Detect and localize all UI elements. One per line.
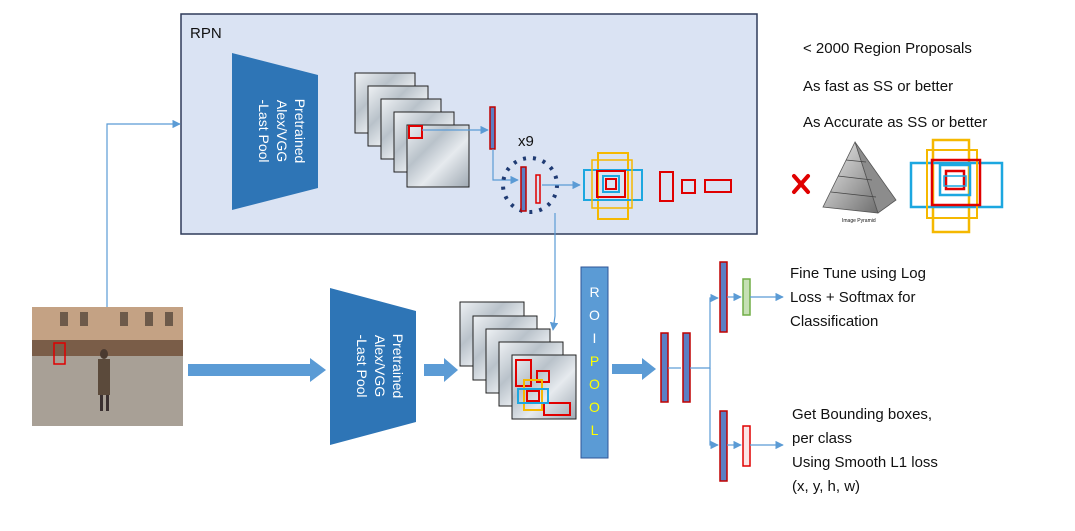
svg-text:(x, y, h, w): (x, y, h, w): [792, 478, 860, 495]
proposal-boxes: [515, 359, 571, 416]
rpn-label: RPN: [190, 25, 222, 42]
classification-text: Fine Tune using Log Loss + Softmax for C…: [790, 265, 926, 330]
arrow-backbone-to-features: [424, 358, 458, 382]
rpn-conv-bar: [489, 106, 496, 150]
anchor-scales: [659, 171, 732, 202]
note-1: < 2000 Region Proposals: [803, 40, 972, 57]
note-2: As fast as SS or better: [803, 78, 953, 95]
roi-letter-6: O: [589, 399, 600, 415]
arrow-image-to-backbone: [188, 358, 326, 382]
feature-stack-top: [354, 72, 470, 188]
anchor-illustration: [909, 138, 1004, 234]
arrow-image-to-rpn: [106, 119, 181, 307]
notes: < 2000 Region Proposals As fast as SS or…: [803, 40, 987, 131]
roi-letter-1: R: [589, 284, 599, 300]
bbox-fc-bar: [719, 410, 728, 482]
svg-text:Classification: Classification: [790, 313, 878, 330]
backbone-top-line3: -Last Pool: [256, 99, 272, 162]
rpn-cls-bar: [520, 166, 527, 212]
fc-layer-2: [682, 332, 691, 403]
softmax-bar: [742, 278, 751, 316]
roi-letter-3: I: [593, 330, 597, 346]
backbone-top-line2: Alex/VGG: [274, 100, 290, 162]
bbox-text: Get Bounding boxes, per class Using Smoo…: [792, 406, 938, 495]
svg-text:Using Smooth L1 loss: Using Smooth L1 loss: [792, 454, 938, 471]
svg-text:Loss + Softmax for: Loss + Softmax for: [790, 289, 915, 306]
backbone-top: Pretrained Alex/VGG -Last Pool: [232, 53, 318, 210]
cls-fc-bar: [719, 261, 728, 333]
arrow-to-bbox-branch: [709, 368, 719, 450]
bbox-reg-bar: [742, 425, 751, 467]
fc-layer-1: [660, 332, 669, 403]
anchor-multiplier: x9: [518, 133, 534, 150]
arrow-roi-to-fc: [612, 358, 656, 380]
roi-letter-5: O: [589, 376, 600, 392]
backbone-bottom: Pretrained Alex/VGG -Last Pool: [330, 288, 416, 445]
feature-stack-bottom: [459, 301, 577, 420]
backbone-top-line1: Pretrained: [292, 99, 308, 164]
pyramid-caption: Image Pyramid: [842, 218, 876, 224]
anchor-boxes: [583, 152, 643, 220]
arrow-conv-to-heads: [492, 149, 519, 185]
arrow-to-cls-branch: [690, 293, 719, 369]
svg-text:per class: per class: [792, 430, 852, 447]
svg-text:Fine Tune using Log: Fine Tune using Log: [790, 265, 926, 282]
rpn-reg-bar: [535, 174, 541, 204]
input-image: [32, 307, 183, 426]
svg-text:Get Bounding boxes,: Get Bounding boxes,: [792, 406, 932, 423]
roi-letter-4: P: [590, 353, 599, 369]
roi-pool: R O I P O O L: [580, 266, 609, 459]
image-pyramid-icon: Image Pyramid: [822, 140, 897, 224]
backbone-bottom-line3: -Last Pool: [354, 334, 370, 397]
red-x-icon: [792, 174, 810, 194]
roi-letter-2: O: [589, 307, 600, 323]
sliding-window: [408, 125, 423, 139]
backbone-bottom-line1: Pretrained: [390, 334, 406, 399]
arrow-rpn-to-features: [549, 213, 559, 331]
roi-letter-7: L: [591, 422, 599, 438]
backbone-bottom-line2: Alex/VGG: [372, 335, 388, 397]
note-3: As Accurate as SS or better: [803, 114, 987, 131]
